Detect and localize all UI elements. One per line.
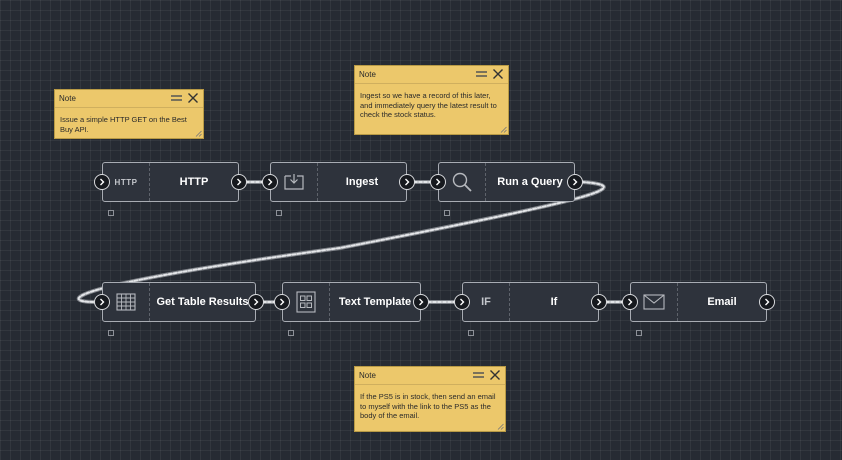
- chevron-right-icon: [405, 178, 410, 186]
- node-icon-cell: HTTP: [103, 163, 150, 201]
- grip-icon[interactable]: [171, 95, 182, 101]
- node-label: Get Table Results: [156, 296, 249, 308]
- add-note-icon[interactable]: [288, 330, 294, 336]
- add-note-icon[interactable]: [468, 330, 474, 336]
- grip-icon[interactable]: [476, 71, 487, 77]
- resize-handle-icon[interactable]: [497, 423, 504, 430]
- chevron-right-icon: [765, 298, 770, 306]
- close-icon[interactable]: [492, 68, 504, 80]
- chevron-right-icon: [254, 298, 259, 306]
- note-header[interactable]: Note: [355, 367, 505, 385]
- chevron-right-icon: [237, 178, 242, 186]
- output-port[interactable]: [591, 294, 607, 310]
- node-label: If: [550, 296, 558, 308]
- note-ingest[interactable]: Note Ingest so we have a record of this …: [354, 65, 509, 135]
- chevron-right-icon: [597, 298, 602, 306]
- chevron-right-icon: [100, 178, 105, 186]
- note-text: Issue a simple HTTP GET on the Best Buy …: [60, 115, 187, 134]
- input-port[interactable]: [94, 174, 110, 190]
- node-icon-cell: [103, 283, 150, 321]
- node-label: Text Template: [338, 296, 412, 308]
- chevron-right-icon: [268, 178, 273, 186]
- output-port[interactable]: [567, 174, 583, 190]
- close-icon[interactable]: [489, 369, 501, 381]
- note-http[interactable]: Note Issue a simple HTTP GET on the Best…: [54, 89, 204, 139]
- note-header[interactable]: Note: [55, 90, 203, 108]
- template-icon: [296, 291, 316, 313]
- node-icon-cell: IF: [463, 283, 510, 321]
- input-port[interactable]: [430, 174, 446, 190]
- add-note-icon[interactable]: [636, 330, 642, 336]
- chevron-right-icon: [436, 178, 441, 186]
- output-port[interactable]: [413, 294, 429, 310]
- chevron-right-icon: [100, 298, 105, 306]
- node-label: Run a Query: [497, 176, 563, 188]
- node-icon-cell: [439, 163, 486, 201]
- note-title: Note: [359, 371, 376, 380]
- node-http[interactable]: HTTP HTTP: [94, 162, 247, 216]
- node-label: Email: [707, 296, 737, 308]
- input-port[interactable]: [454, 294, 470, 310]
- output-port[interactable]: [248, 294, 264, 310]
- input-port[interactable]: [622, 294, 638, 310]
- add-note-icon[interactable]: [108, 330, 114, 336]
- node-email[interactable]: Email: [622, 282, 775, 336]
- resize-handle-icon[interactable]: [195, 130, 202, 137]
- input-port[interactable]: [274, 294, 290, 310]
- grip-icon[interactable]: [473, 372, 484, 378]
- chevron-right-icon: [460, 298, 465, 306]
- node-label: HTTP: [179, 176, 209, 188]
- node-run-a-query[interactable]: Run a Query: [430, 162, 583, 216]
- node-icon-cell: [631, 283, 678, 321]
- note-title: Note: [59, 94, 76, 103]
- note-text: Ingest so we have a record of this later…: [360, 91, 497, 119]
- note-email[interactable]: Note If the PS5 is in stock, then send a…: [354, 366, 506, 432]
- search-icon: [452, 172, 472, 192]
- note-header[interactable]: Note: [355, 66, 508, 84]
- resize-handle-icon[interactable]: [500, 126, 507, 133]
- close-icon[interactable]: [187, 92, 199, 104]
- input-port[interactable]: [94, 294, 110, 310]
- http-text-icon: HTTP: [114, 177, 138, 187]
- chevron-right-icon: [419, 298, 424, 306]
- note-title: Note: [359, 70, 376, 79]
- node-icon-cell: [283, 283, 330, 321]
- add-note-icon[interactable]: [276, 210, 282, 216]
- envelope-icon: [643, 294, 665, 310]
- output-port[interactable]: [231, 174, 247, 190]
- table-icon: [116, 293, 136, 311]
- node-text-template[interactable]: Text Template: [274, 282, 429, 336]
- node-label: Ingest: [345, 176, 379, 188]
- node-ingest[interactable]: Ingest: [262, 162, 415, 216]
- node-get-table-results[interactable]: Get Table Results: [94, 282, 264, 336]
- chevron-right-icon: [280, 298, 285, 306]
- add-note-icon[interactable]: [108, 210, 114, 216]
- chevron-right-icon: [573, 178, 578, 186]
- input-port[interactable]: [262, 174, 278, 190]
- add-note-icon[interactable]: [444, 210, 450, 216]
- output-port[interactable]: [399, 174, 415, 190]
- if-text-icon: IF: [481, 296, 491, 308]
- ingest-icon: [284, 174, 304, 190]
- node-icon-cell: [271, 163, 318, 201]
- note-text: If the PS5 is in stock, then send an ema…: [360, 392, 496, 420]
- output-port[interactable]: [759, 294, 775, 310]
- chevron-right-icon: [628, 298, 633, 306]
- node-if[interactable]: IF If: [454, 282, 607, 336]
